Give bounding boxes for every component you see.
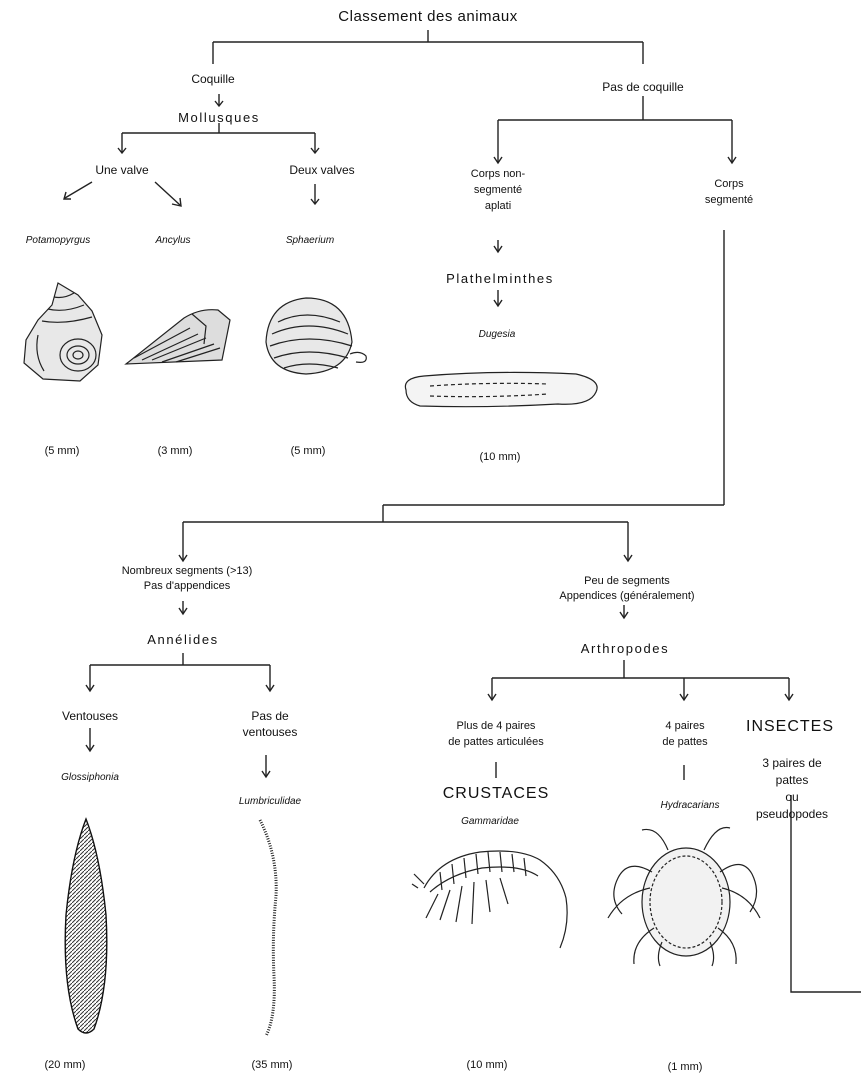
diagram-title: Classement des animaux xyxy=(338,9,517,24)
insecta-group: INSECTES xyxy=(746,719,834,734)
one-valve-label: Une valve xyxy=(95,163,148,178)
segmented-body-label: Corps segmenté xyxy=(705,176,753,208)
size-sphaerium: (5 mm) xyxy=(291,444,326,459)
sphaerium-image xyxy=(256,292,374,378)
taxon-lumbriculidae: Lumbriculidae xyxy=(239,794,301,809)
taxon-hydracarians: Hydracarians xyxy=(661,798,720,813)
shell-label: Coquille xyxy=(191,72,234,87)
more-than-4-pairs-label: Plus de 4 paires de pattes articulées xyxy=(448,718,543,750)
platyhelminthes-group: Plathelminthes xyxy=(446,271,554,286)
two-valves-label: Deux valves xyxy=(289,163,354,178)
no-shell-label: Pas de coquille xyxy=(602,80,683,95)
size-glossiphonia: (20 mm) xyxy=(45,1058,86,1073)
taxon-glossiphonia: Glossiphonia xyxy=(61,770,119,785)
arthropoda-group: Arthropodes xyxy=(581,641,669,656)
taxon-ancylus: Ancylus xyxy=(155,233,190,248)
size-hydracarians: (1 mm) xyxy=(668,1060,703,1075)
three-pairs-label: 3 paires de pattes ou pseudopodes xyxy=(756,755,828,823)
size-ancylus: (3 mm) xyxy=(158,444,193,459)
glossiphonia-leech-image xyxy=(52,815,122,1040)
few-segments-label: Peu de segments Appendices (généralement… xyxy=(559,574,694,604)
suckers-label: Ventouses xyxy=(62,709,118,724)
ancylus-image xyxy=(122,300,232,370)
mollusca-group: Mollusques xyxy=(178,110,260,125)
size-potamopyrgus: (5 mm) xyxy=(45,444,80,459)
annelida-group: Annélides xyxy=(147,632,219,647)
potamopyrgus-snail-image xyxy=(18,275,108,385)
taxon-dugesia: Dugesia xyxy=(479,327,516,342)
taxon-gammaridae: Gammaridae xyxy=(461,814,519,829)
size-gammaridae: (10 mm) xyxy=(467,1058,508,1073)
size-dugesia: (10 mm) xyxy=(480,450,521,465)
gammaridae-amphipod-image xyxy=(410,838,586,958)
lumbriculidae-worm-image xyxy=(238,816,298,1041)
no-suckers-label: Pas de ventouses xyxy=(243,708,298,740)
taxon-potamopyrgus: Potamopyrgus xyxy=(26,233,90,248)
taxon-sphaerium: Sphaerium xyxy=(286,233,334,248)
size-lumbriculidae: (35 mm) xyxy=(252,1058,293,1073)
many-segments-label: Nombreux segments (>13) Pas d'appendices xyxy=(122,564,253,594)
hydracarian-mite-image xyxy=(598,818,770,968)
four-pairs-label: 4 paires de pattes xyxy=(662,718,707,750)
unsegmented-flat-body-label: Corps non- segmenté aplati xyxy=(471,166,525,214)
dugesia-flatworm-image xyxy=(398,366,604,412)
crustacea-group: CRUSTACES xyxy=(443,786,550,801)
